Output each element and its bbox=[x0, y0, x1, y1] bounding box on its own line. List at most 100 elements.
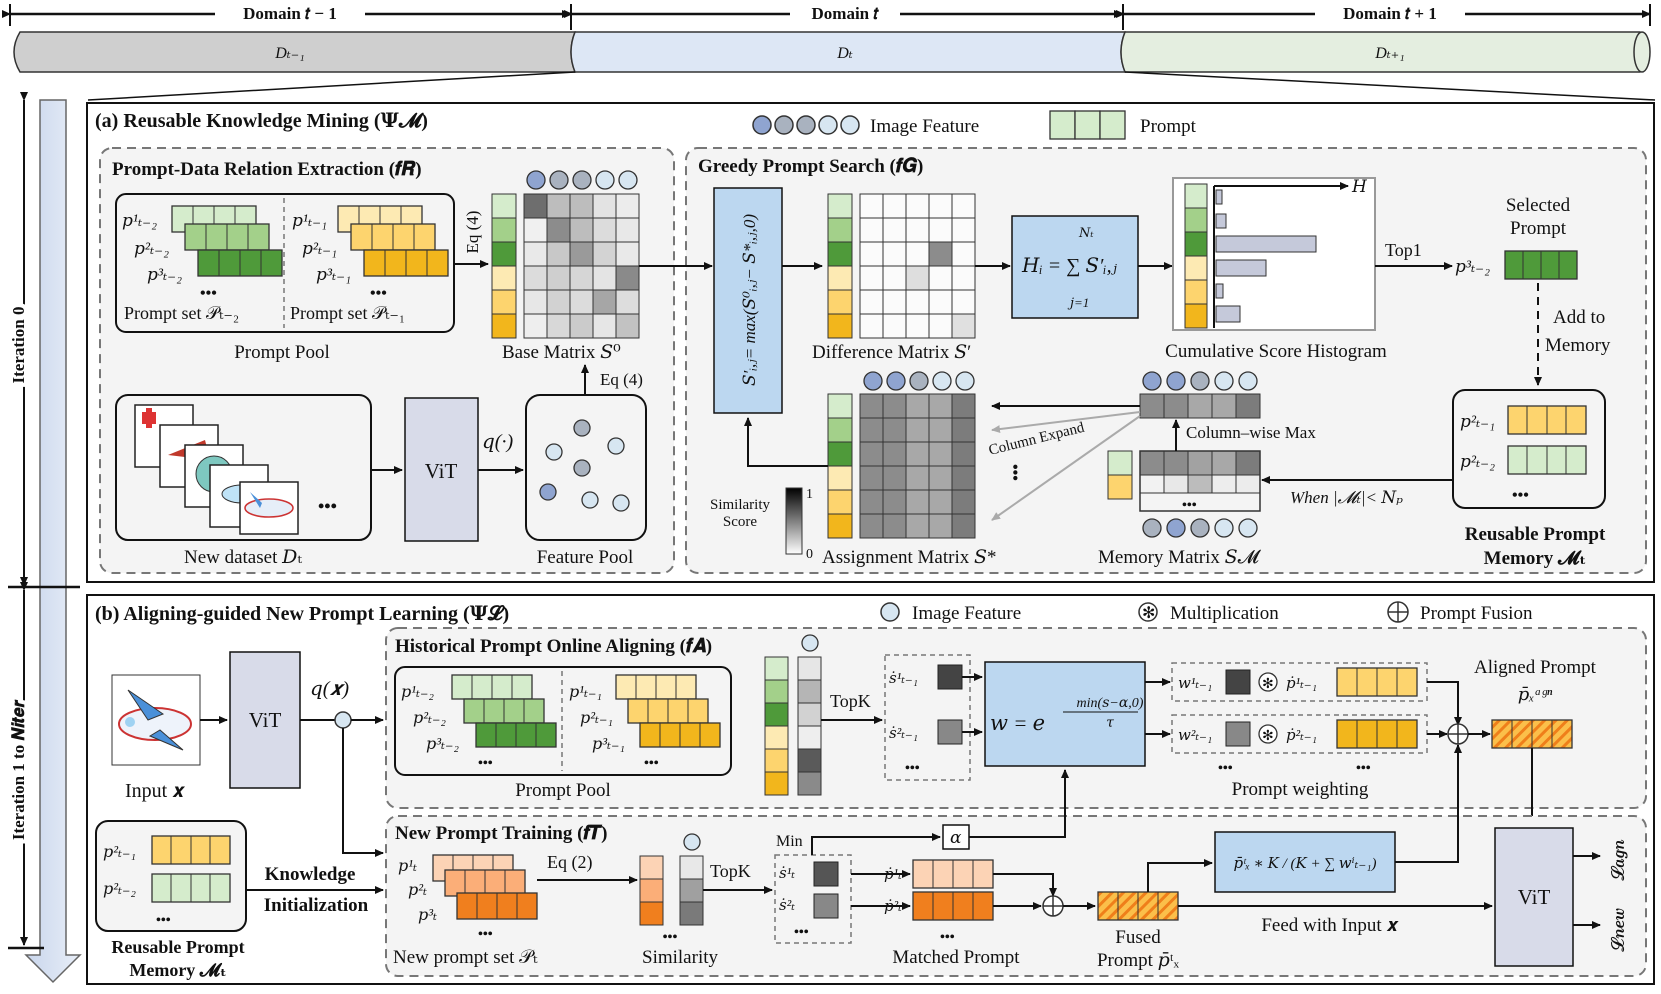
formula-h-box bbox=[1011, 215, 1139, 319]
pw-dots-2: ••• bbox=[1356, 761, 1371, 776]
add-to-memory-1: Add to bbox=[1553, 307, 1605, 328]
scale-lo: 0 bbox=[806, 547, 813, 562]
fusion-formula: 𝑝̄ᵗₓ ∗ 𝐾 / (𝐾 + ∑ 𝑤ⁱₜ₋₁) bbox=[1234, 856, 1377, 872]
histogram: 𝐻 bbox=[1184, 177, 1368, 329]
feature-points bbox=[539, 419, 630, 512]
s1-label: 𝑠̇¹ₜ₋₁ bbox=[889, 671, 918, 687]
loss-agn: 𝓛𝒂𝒈𝒏 bbox=[1608, 839, 1628, 881]
assign-vdots: ••• bbox=[1006, 464, 1023, 481]
prompt-pool-label: Prompt Pool bbox=[234, 342, 330, 363]
aligned-1: Aligned Prompt bbox=[1474, 657, 1597, 678]
prompt-stack-b-tm2 bbox=[451, 674, 557, 748]
selected-prompt-token bbox=[1504, 250, 1578, 280]
iteration-0-label: Iteration 0 bbox=[9, 307, 28, 384]
panel-b: (b) Aligning-guided New Prompt Learning … bbox=[86, 594, 1655, 985]
pt1-label: 𝑝̇¹ₜ bbox=[884, 867, 902, 883]
formula-s-box bbox=[713, 187, 783, 414]
multiply-glyph-2: ✻ bbox=[1262, 729, 1274, 744]
pb-p1-tm1: 𝑝¹ₜ₋₁ bbox=[569, 684, 602, 701]
legend-b: Image Feature ✻ Multiplication Prompt Fu… bbox=[880, 601, 1533, 624]
pdot2-token bbox=[1336, 719, 1418, 749]
vit-box-a bbox=[404, 397, 479, 542]
assign-matrix-label: Assignment Matrix 𝑆* bbox=[822, 547, 997, 568]
sim-score-1: Similarity bbox=[710, 497, 771, 513]
legend-b-mult: Multiplication bbox=[1170, 603, 1279, 624]
aligned-prompt-token bbox=[1491, 719, 1573, 749]
selected-p3: 𝑝³ₜ₋₂ bbox=[1455, 257, 1490, 276]
image-stack bbox=[134, 404, 299, 535]
scale-hi: 1 bbox=[806, 487, 813, 502]
mem-b-p2-tm2: 𝑝²ₜ₋₂ bbox=[103, 881, 136, 898]
feed-label: Feed with Input 𝒙 bbox=[1261, 915, 1399, 936]
p1-tm1: 𝑝¹ₜ₋₁ bbox=[292, 211, 327, 230]
prompt-weighting-label: Prompt weighting bbox=[1232, 779, 1369, 800]
pdre-title: Prompt-Data Relation Extraction (𝒇𝑹) bbox=[112, 159, 422, 180]
rpm-b-1: Reusable Prompt bbox=[111, 937, 244, 957]
column-max-label: Column–wise Max bbox=[1186, 423, 1316, 442]
s2-label: 𝑠̇²ₜ₋₁ bbox=[889, 726, 918, 742]
np2-label: 𝑝²ₜ bbox=[408, 882, 427, 899]
fused-1: Fused bbox=[1115, 927, 1161, 948]
mem-a-token-2 bbox=[1507, 445, 1587, 475]
column-max-row bbox=[1139, 371, 1261, 419]
mem-a-dots: ••• bbox=[1512, 487, 1529, 504]
np1-label: 𝑝¹ₜ bbox=[398, 858, 417, 875]
alpha-box bbox=[942, 824, 970, 850]
new-dataset-label: New dataset 𝐷ₜ bbox=[184, 547, 302, 568]
loss-new: 𝓛𝒏𝒆𝒘 bbox=[1608, 908, 1628, 952]
q-x: 𝑞(𝒙) bbox=[310, 678, 349, 700]
legend-b-fusion: Prompt Fusion bbox=[1420, 603, 1533, 624]
memory-matrix: ••• bbox=[1107, 450, 1261, 538]
p2-tm1: 𝑝²ₜ₋₁ bbox=[302, 239, 337, 258]
when-cond: When |𝓜ₜ|< 𝑁ₚ bbox=[1290, 488, 1403, 507]
vit-b-label: ViT bbox=[249, 708, 282, 732]
mem-a-token-1 bbox=[1507, 405, 1587, 435]
q-fn: 𝑞(·) bbox=[482, 431, 513, 453]
fused-2: Prompt 𝑝̄ᵗₓ bbox=[1097, 950, 1180, 971]
similarity-scale bbox=[785, 487, 803, 555]
prompt-stack-b-tm1 bbox=[615, 674, 721, 748]
gps-title: Greedy Prompt Search (𝒇𝑮) bbox=[698, 156, 923, 177]
know-1: Knowledge bbox=[265, 864, 356, 885]
matched-label: Matched Prompt bbox=[892, 947, 1020, 968]
pb-p2-tm2: 𝑝²ₜ₋₂ bbox=[413, 710, 446, 727]
hpoa-title: Historical Prompt Online Aligning (𝒇𝑨) bbox=[395, 636, 712, 657]
panel-a-title: (a) Reusable Knowledge Mining (𝚿𝓜) bbox=[95, 110, 428, 132]
s1-cell bbox=[937, 664, 963, 690]
promptset-tm2: Prompt set 𝒫ₜ₋₂ bbox=[124, 303, 239, 323]
sim-dots: ••• bbox=[663, 930, 678, 945]
prompt-pool-b-label: Prompt Pool bbox=[515, 780, 611, 801]
vit-c-label: ViT bbox=[1518, 885, 1551, 909]
legend-a-feature: Image Feature bbox=[870, 116, 979, 137]
pb-dots-tm1: ••• bbox=[644, 756, 659, 771]
input-x-label: Input 𝒙 bbox=[125, 780, 185, 802]
mem-b-dots: ••• bbox=[156, 913, 171, 928]
domain-cur-label: Domain 𝑡 bbox=[812, 4, 880, 23]
domain-timeline: Domain 𝑡 − 1 Domain 𝑡 Domain 𝑡 + 1 Dₜ₋₁ … bbox=[2, 2, 1656, 101]
matched-dots: ••• bbox=[940, 930, 955, 945]
w1-label: 𝑤¹ₜ₋₁ bbox=[1178, 676, 1212, 692]
memory-matrix-label: Memory Matrix 𝑆𝓜 bbox=[1098, 547, 1262, 568]
formula-s: 𝑆′ᵢ,ⱼ= max(𝑆⁰ᵢ,ⱼ− 𝑆*ᵢ,ⱼ,0) bbox=[740, 214, 759, 386]
w-exp-num: min(𝑠−𝛼,0) bbox=[1077, 696, 1144, 711]
memmat-dots: ••• bbox=[1182, 498, 1197, 513]
know-2: Initialization bbox=[264, 895, 369, 916]
formula-h-top: 𝑁ₜ bbox=[1078, 225, 1094, 240]
st-dots: ••• bbox=[794, 925, 809, 940]
new-prompt-stack bbox=[432, 854, 538, 920]
selected-prompt-1: Selected bbox=[1506, 195, 1571, 216]
assignment-matrix bbox=[827, 371, 976, 539]
iteration-side: Iteration 0 Iteration 1 to 𝑵𝒊𝒕𝒆𝒓 bbox=[5, 92, 82, 984]
st1-label: 𝑠̇¹ₜ bbox=[779, 866, 795, 882]
w-exp-den: 𝜏 bbox=[1106, 716, 1114, 731]
pb-p2-tm1: 𝑝²ₜ₋₁ bbox=[580, 710, 613, 727]
panel-b-title: (b) Aligning-guided New Prompt Learning … bbox=[95, 603, 509, 625]
multiply-icon: ✻ bbox=[1142, 605, 1155, 622]
topk2-label: TopK bbox=[710, 861, 751, 881]
w-formula-box bbox=[984, 661, 1146, 767]
pdot1-label: 𝑝̇¹ₜ₋₁ bbox=[1286, 676, 1317, 692]
vit-box-b bbox=[229, 651, 301, 789]
eq2-label: Eq (2) bbox=[547, 852, 592, 873]
pb-p3-tm2: 𝑝³ₜ₋₂ bbox=[426, 736, 459, 753]
